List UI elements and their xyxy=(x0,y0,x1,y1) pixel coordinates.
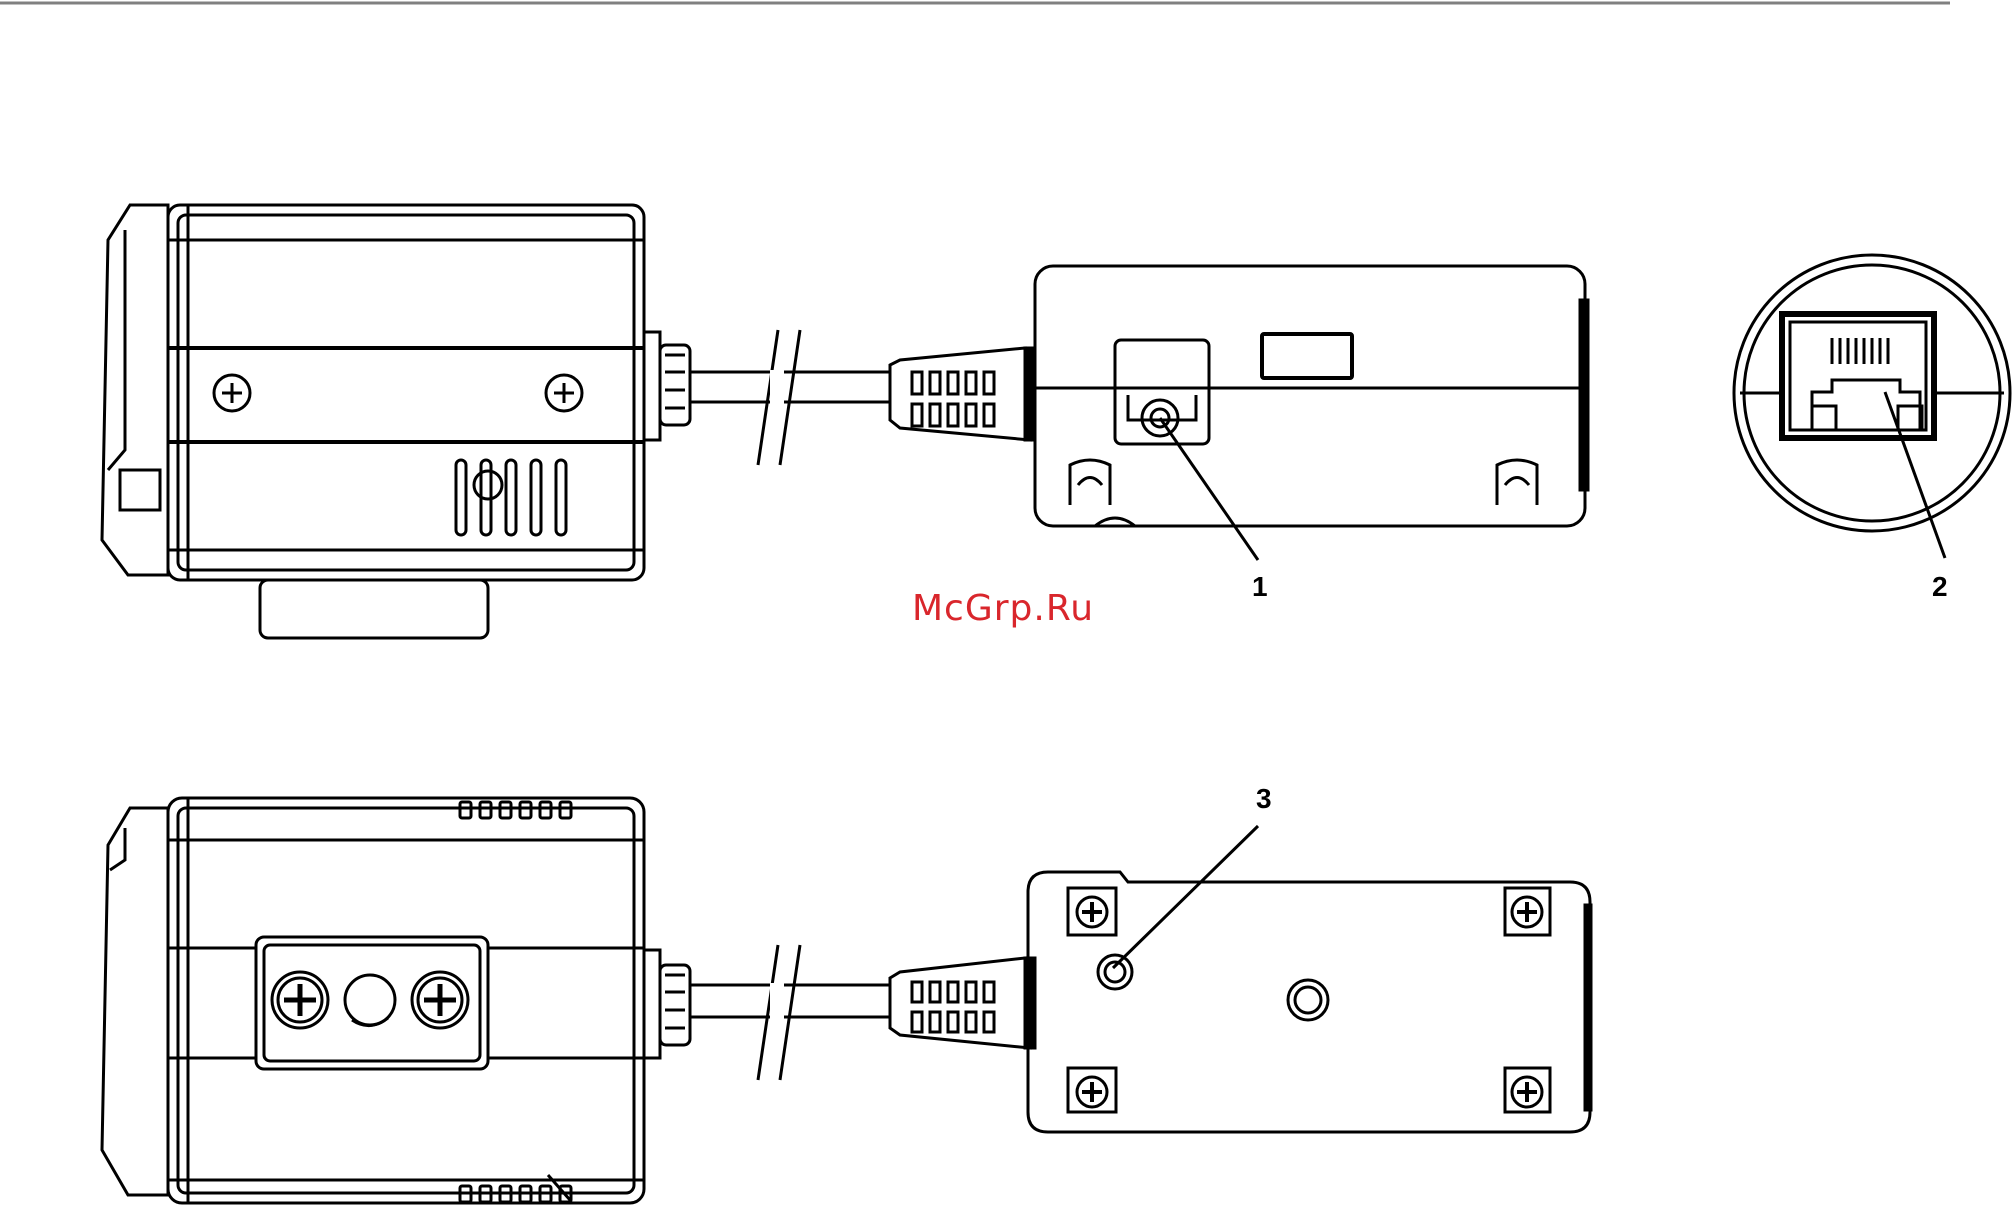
adapter-box-side-view xyxy=(1035,266,1588,526)
camera-side-view xyxy=(102,205,1035,638)
screw-icon xyxy=(546,375,582,411)
watermark: McGrp.Ru xyxy=(912,588,1094,629)
screw-icon xyxy=(1505,888,1550,935)
reset-button-icon xyxy=(1098,955,1132,989)
adapter-box-bottom-view xyxy=(1028,872,1591,1132)
callout-2: 2 xyxy=(1932,571,1948,602)
vent-slots xyxy=(460,802,571,818)
screw-icon xyxy=(214,375,250,411)
screw-icon xyxy=(1068,1068,1116,1112)
rj45-port-detail xyxy=(1734,255,2010,531)
mount-hole-icon xyxy=(1288,980,1328,1020)
leader-line-3 xyxy=(1113,826,1258,968)
screw-icon xyxy=(1068,888,1116,935)
dc-jack-icon xyxy=(1115,340,1209,444)
screw-icon xyxy=(1505,1068,1550,1112)
callout-1: 1 xyxy=(1252,571,1268,602)
camera-bottom-view xyxy=(102,798,1035,1203)
callout-3: 3 xyxy=(1256,783,1272,814)
vent-slots xyxy=(456,460,566,535)
